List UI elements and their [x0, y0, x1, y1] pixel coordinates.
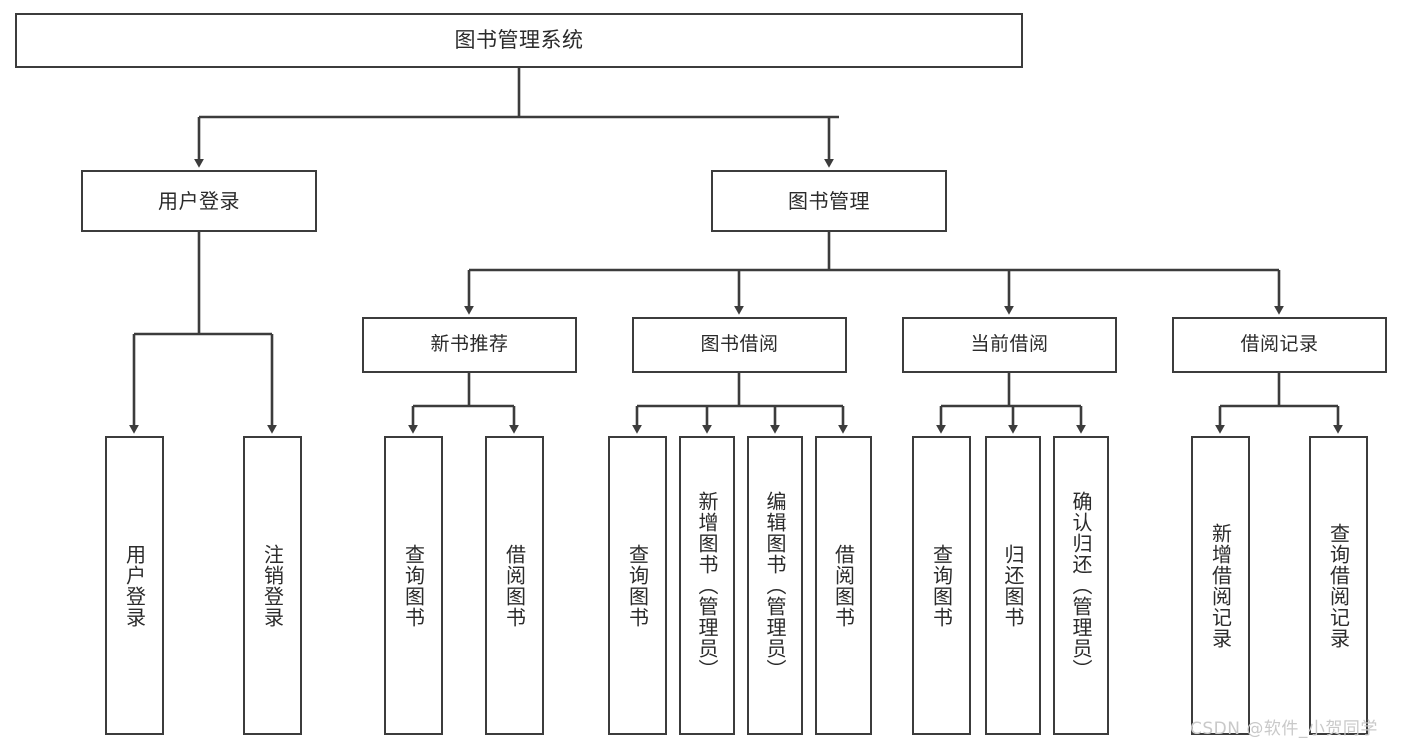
leaf-query-borrow-record[interactable]: 查询借阅记录: [1309, 436, 1368, 735]
node-label: 查询借阅记录: [1326, 522, 1351, 649]
node-label: 查询图书: [929, 543, 954, 628]
leaf-borrow-book[interactable]: 借阅图书: [815, 436, 872, 735]
node-label: 新增图书（管理员）: [695, 491, 719, 680]
leaf-user-login[interactable]: 用户登录: [105, 436, 164, 735]
node-label: 查询图书: [401, 543, 426, 628]
node-label: 图书借阅: [700, 333, 779, 356]
node-label: 注销登录: [260, 543, 285, 628]
node-label: 借阅图书: [502, 543, 527, 628]
node-label: 确认归还（管理员）: [1069, 491, 1093, 680]
leaf-confirm-return-admin[interactable]: 确认归还（管理员）: [1053, 436, 1109, 735]
leaf-query-book-recommend[interactable]: 查询图书: [384, 436, 443, 735]
node-label: 图书管理: [788, 188, 870, 213]
node-label: 编辑图书（管理员）: [763, 491, 787, 680]
node-label: 图书管理系统: [454, 27, 584, 52]
node-label: 查询图书: [625, 543, 650, 628]
node-borrow-records[interactable]: 借阅记录: [1172, 317, 1387, 373]
leaf-query-book-borrow[interactable]: 查询图书: [608, 436, 667, 735]
csdn-watermark: CSDN @软件_小贺同学: [1190, 719, 1378, 739]
node-user-login[interactable]: 用户登录: [81, 170, 317, 232]
node-new-book-recommend[interactable]: 新书推荐: [362, 317, 577, 373]
node-label: 借阅图书: [831, 543, 856, 628]
node-label: 借阅记录: [1240, 333, 1319, 356]
node-current-borrow[interactable]: 当前借阅: [902, 317, 1117, 373]
node-book-management[interactable]: 图书管理: [711, 170, 947, 232]
leaf-user-logout[interactable]: 注销登录: [243, 436, 302, 735]
node-label: 用户登录: [158, 188, 240, 213]
node-label: 新增借阅记录: [1208, 522, 1233, 649]
node-label: 用户登录: [122, 543, 147, 628]
node-label: 归还图书: [1001, 543, 1025, 628]
leaf-add-book-admin[interactable]: 新增图书（管理员）: [679, 436, 735, 735]
leaf-query-book-current[interactable]: 查询图书: [912, 436, 971, 735]
leaf-edit-book-admin[interactable]: 编辑图书（管理员）: [747, 436, 803, 735]
leaf-return-book[interactable]: 归还图书: [985, 436, 1041, 735]
node-root-system[interactable]: 图书管理系统: [15, 13, 1023, 68]
node-book-borrow[interactable]: 图书借阅: [632, 317, 847, 373]
node-label: 当前借阅: [970, 333, 1049, 356]
leaf-borrow-book-recommend[interactable]: 借阅图书: [485, 436, 544, 735]
leaf-add-borrow-record[interactable]: 新增借阅记录: [1191, 436, 1250, 735]
node-label: 新书推荐: [430, 333, 509, 356]
